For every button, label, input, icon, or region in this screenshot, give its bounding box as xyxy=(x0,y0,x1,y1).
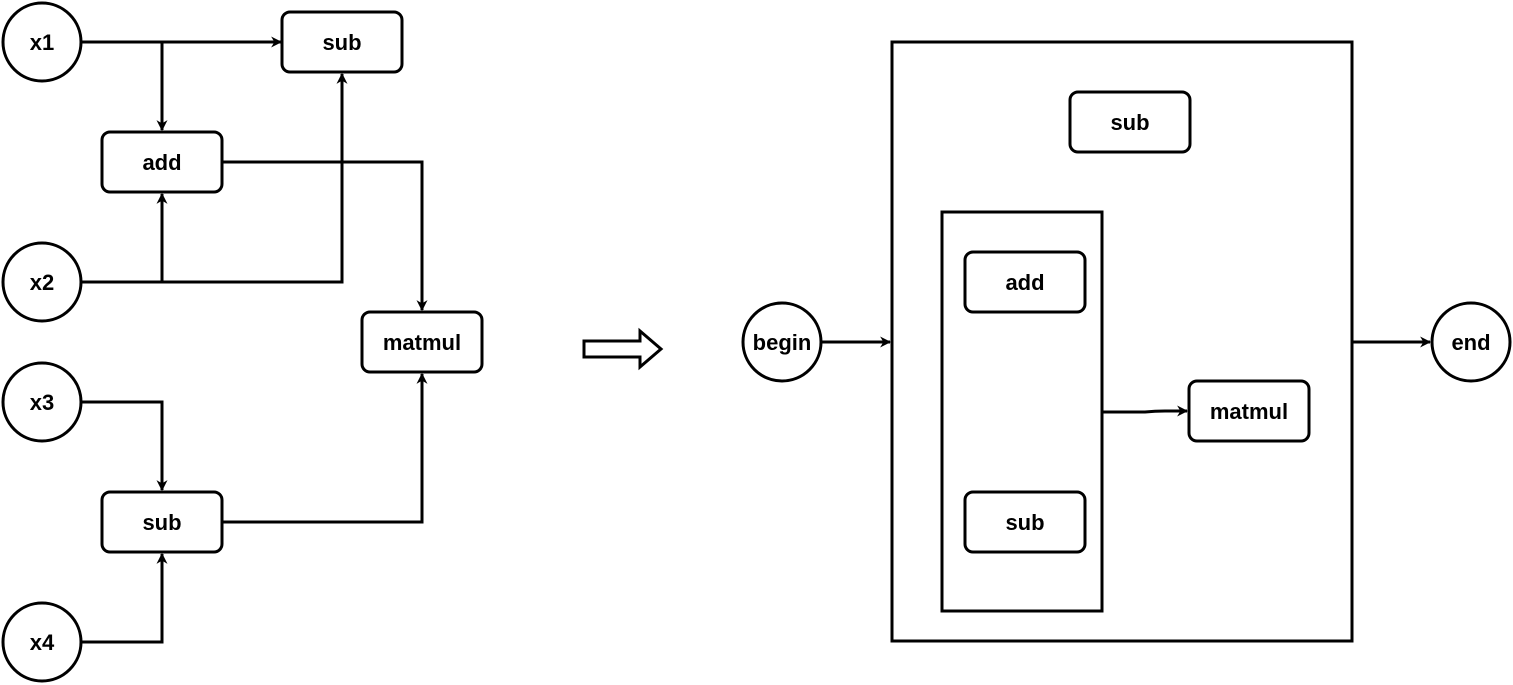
node-x4: x4 xyxy=(1,601,83,683)
node-begin-label: begin xyxy=(753,330,812,355)
node-sub-scheduled-label: sub xyxy=(1110,110,1149,135)
outer-block xyxy=(890,40,1354,643)
node-sub-bottom-label: sub xyxy=(142,510,181,535)
edge-parallel-to-matmul xyxy=(1102,405,1189,417)
edge-x2-to-add xyxy=(82,192,168,284)
parallel-block xyxy=(940,210,1104,613)
node-sub-inner-scheduled: sub xyxy=(963,490,1087,554)
node-matmul-label: matmul xyxy=(383,330,461,355)
edge-x4-to-sub xyxy=(82,552,168,644)
original-graph: x1 x2 x3 x4 sub add matmul sub xyxy=(1,1,484,683)
scheduled-graph: begin end sub add sub matmul xyxy=(741,40,1512,643)
node-matmul: matmul xyxy=(360,310,484,374)
edge-x2-to-sub xyxy=(162,72,348,284)
node-sub-scheduled: sub xyxy=(1068,90,1192,154)
edge-add-to-matmul xyxy=(222,160,428,312)
node-add-label: add xyxy=(142,150,181,175)
node-x1-label: x1 xyxy=(30,30,54,55)
node-end-label: end xyxy=(1451,330,1490,355)
node-x4-label: x4 xyxy=(30,630,55,655)
node-sub-bottom: sub xyxy=(100,490,224,554)
node-add: add xyxy=(100,130,224,194)
node-begin: begin xyxy=(741,301,823,383)
node-matmul-scheduled-label: matmul xyxy=(1210,399,1288,424)
node-x1: x1 xyxy=(1,1,83,83)
node-add-scheduled-label: add xyxy=(1005,270,1044,295)
node-sub-top: sub xyxy=(280,10,404,74)
node-matmul-scheduled: matmul xyxy=(1187,379,1311,443)
hollow-right-arrow-icon xyxy=(582,327,664,371)
edge-sub-to-matmul xyxy=(222,372,428,524)
node-sub-top-label: sub xyxy=(322,30,361,55)
edge-x3-to-sub xyxy=(82,400,168,492)
node-x2-label: x2 xyxy=(30,270,54,295)
node-add-scheduled: add xyxy=(963,250,1087,314)
node-x3-label: x3 xyxy=(30,390,54,415)
node-x2: x2 xyxy=(1,241,83,323)
node-end: end xyxy=(1430,301,1512,383)
node-sub-inner-scheduled-label: sub xyxy=(1005,510,1044,535)
node-x3: x3 xyxy=(1,361,83,443)
